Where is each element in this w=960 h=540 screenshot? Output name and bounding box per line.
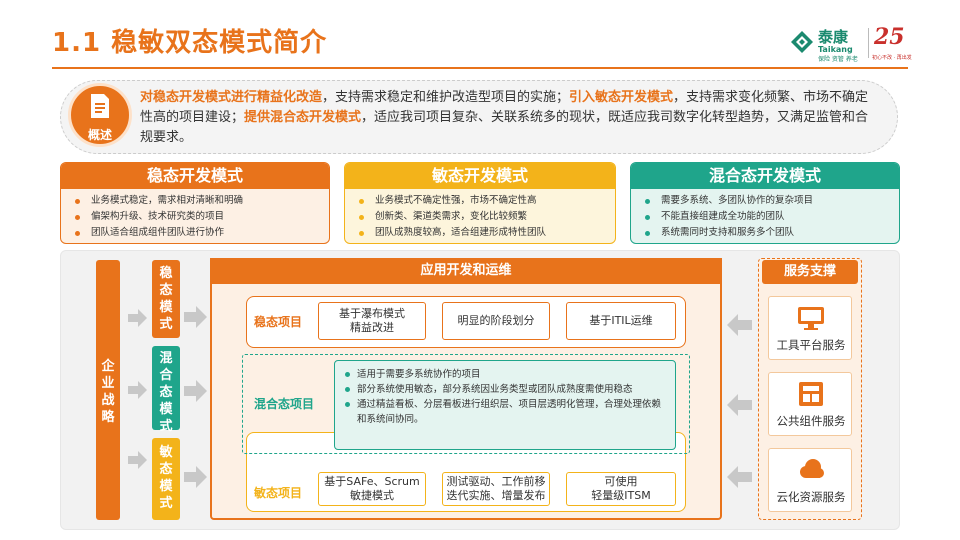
document-icon — [91, 94, 109, 118]
logo-brand-cn: 泰康 — [818, 28, 849, 46]
hybrid-project-frame — [242, 354, 690, 454]
mode-card-title: 稳态开发模式 — [61, 163, 329, 189]
overview-badge — [68, 83, 132, 147]
service-label: 公共组件服务 — [776, 414, 846, 428]
overview-badge-label: 概述 — [87, 128, 112, 142]
taikang-logo-icon — [791, 31, 813, 53]
enterprise-strategy-bar: 企业战略 — [96, 260, 120, 520]
right-arrow-icon — [184, 306, 207, 328]
app-ops-title: 应用开发和运维 — [210, 258, 722, 284]
right-arrow-icon — [128, 451, 147, 469]
hybrid-mode-card: 混合态开发模式 需要多系统、多团队协作的复杂项目 不能直接组建成全功能的团队 系… — [630, 162, 900, 244]
mode-card-item: 创新类、渠道类需求，变化比较频繁 — [353, 209, 607, 225]
hybrid-detail-item: 通过精益看板、分层看板进行组织层、项目层透明化管理，合理处理依赖和系统间协同。 — [343, 397, 667, 427]
stable-item: 基于瀑布模式 精益改进 — [318, 302, 426, 340]
cloud-resource-service: 云化资源服务 — [768, 448, 852, 512]
vertical-hybrid-mode: 混 合 态 模 式 — [152, 346, 180, 434]
component-icon — [799, 382, 823, 406]
anniversary-tag: 初心不改 · 再出发 — [872, 55, 912, 61]
vertical-agile-mode: 敏 态 模 式 — [152, 438, 180, 520]
vertical-char: 模 — [159, 479, 173, 494]
mode-card-item: 团队成熟度较高，适合组建形成特性团队 — [353, 225, 607, 241]
stable-mode-card: 稳态开发模式 业务模式稳定，需求相对清晰和明确 偏架构升级、技术研究类的项目 团… — [60, 162, 330, 244]
page-title: 1.1 稳敏双态模式简介 — [52, 28, 328, 58]
vertical-stable-mode: 稳 态 模 式 — [152, 260, 180, 338]
service-label: 云化资源服务 — [776, 490, 846, 504]
mode-card-title: 敏态开发模式 — [345, 163, 615, 189]
agile-project-label: 敏态项目 — [254, 486, 303, 500]
hybrid-detail-item: 部分系统使用敏态，部分系统因业务类型或团队成熟度需使用稳态 — [343, 382, 667, 397]
stable-project-label: 稳态项目 — [254, 315, 303, 329]
vertical-char: 态 — [159, 462, 173, 477]
mode-card-item: 系统需同时支持和服务多个团队 — [639, 225, 891, 241]
vertical-char: 式 — [159, 419, 173, 434]
stable-item: 明显的阶段划分 — [442, 302, 550, 340]
vertical-char: 态 — [159, 283, 173, 298]
overview-segment: ，支持需求稳定和维护改造型项目的实施； — [322, 90, 570, 105]
vertical-char: 混 — [159, 351, 173, 366]
tool-platform-service: 工具平台服务 — [768, 296, 852, 360]
vertical-char: 稳 — [159, 266, 173, 281]
mode-card-item: 需要多系统、多团队协作的复杂项目 — [639, 193, 891, 209]
vertical-char: 敏 — [159, 445, 173, 460]
stable-item: 基于ITIL运维 — [566, 302, 676, 340]
mode-card-item: 业务模式不确定性强，市场不确定性高 — [353, 193, 607, 209]
monitor-icon — [798, 307, 824, 330]
service-label: 工具平台服务 — [776, 338, 846, 352]
overview-segment: ，支持需求变化频繁、市场不确定性高的项目建设； — [140, 90, 869, 125]
vertical-char: 式 — [159, 496, 173, 511]
overview-segment: 提供混合态开发模式 — [244, 110, 362, 125]
mode-card-item: 偏架构升级、技术研究类的项目 — [69, 209, 321, 225]
anniversary-mark: 25 — [874, 24, 905, 50]
right-arrow-icon — [128, 381, 147, 399]
hybrid-detail-box: 适用于需要多系统协作的项目 部分系统使用敏态，部分系统因业务类型或团队成熟度需使… — [334, 360, 676, 450]
vertical-char: 合 — [159, 368, 173, 383]
logo-brand-en: Taikang — [818, 45, 853, 54]
vertical-char: 模 — [159, 300, 173, 315]
left-arrow-icon — [727, 466, 752, 488]
right-arrow-icon — [184, 466, 207, 488]
agile-item: 可使用 轻量级ITSM — [566, 472, 676, 506]
overview-segment: 对稳态开发模式进行精益化改造 — [140, 90, 323, 105]
right-arrow-icon — [184, 380, 207, 402]
vertical-char: 态 — [159, 385, 173, 400]
mode-card-item: 业务模式稳定，需求相对清晰和明确 — [69, 193, 321, 209]
mode-card-item: 团队适合组成组件团队进行协作 — [69, 225, 321, 241]
common-component-service: 公共组件服务 — [768, 372, 852, 436]
vertical-char: 式 — [159, 317, 173, 332]
mode-card-title: 混合态开发模式 — [631, 163, 899, 189]
hybrid-project-label: 混合态项目 — [254, 397, 315, 411]
left-arrow-icon — [727, 314, 752, 336]
overview-segment: 引入敏态开发模式 — [569, 90, 674, 105]
overview-banner — [60, 80, 898, 154]
agile-item: 基于SAFe、Scrum 敏捷模式 — [318, 472, 426, 506]
vertical-char: 模 — [159, 402, 173, 417]
company-logo: 泰康 Taikang 保险 资管 养老 25 初心不改 · 再出发 — [790, 24, 912, 64]
title-underline — [52, 67, 908, 69]
overview-segment: ，适应我司项目复杂、关联系统多的现状，既适应我司数字化转型趋势，又满足监管和合规… — [140, 110, 869, 145]
cloud-icon — [800, 459, 824, 478]
hybrid-detail-item: 适用于需要多系统协作的项目 — [343, 367, 667, 382]
logo-separator — [868, 28, 869, 58]
enterprise-strategy-label: 企业战略 — [101, 359, 115, 425]
agile-item: 测试驱动、工作前移 迭代实施、增量发布 — [442, 472, 550, 506]
mode-card-item: 不能直接组建成全功能的团队 — [639, 209, 891, 225]
right-arrow-icon — [128, 309, 147, 327]
left-arrow-icon — [727, 394, 752, 416]
agile-mode-card: 敏态开发模式 业务模式不确定性强，市场不确定性高 创新类、渠道类需求，变化比较频… — [344, 162, 616, 244]
overview-text: 对稳态开发模式进行精益化改造，支持需求稳定和维护改造型项目的实施；引入敏态开发模… — [140, 88, 880, 148]
logo-brand-tag: 保险 资管 养老 — [818, 56, 858, 63]
service-support-title: 服务支撑 — [762, 260, 858, 284]
